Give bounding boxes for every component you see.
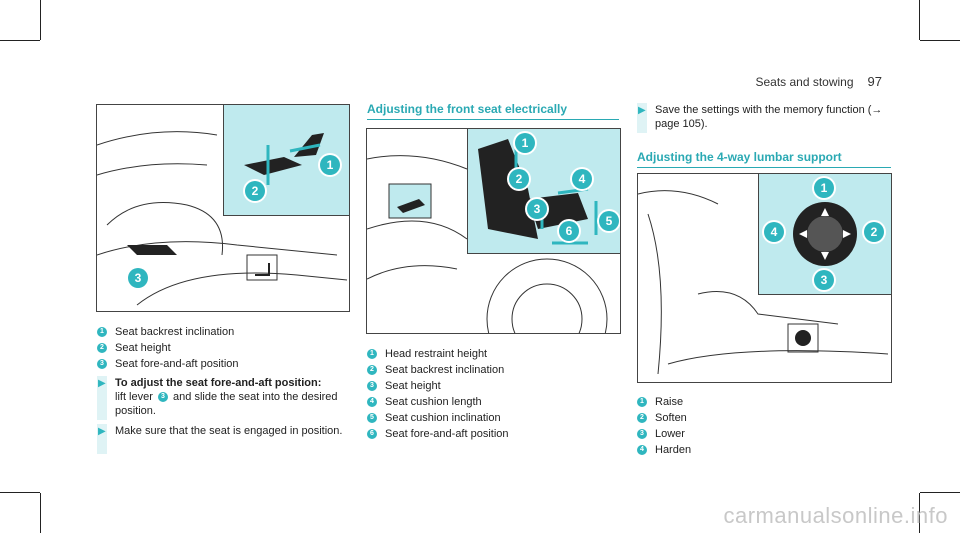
legend-num: 1 xyxy=(637,397,647,407)
section-name: Seats and stowing xyxy=(755,75,854,89)
legend-num: 2 xyxy=(367,365,377,375)
legend-text: Seat height xyxy=(115,342,171,354)
legend-text: Lower xyxy=(655,428,685,440)
lumbar-switch-illustration xyxy=(793,202,857,266)
legend-num: 1 xyxy=(97,327,107,337)
door-panel-illustration xyxy=(367,155,608,333)
legend-text: Soften xyxy=(655,412,687,424)
callout-2: 2 xyxy=(245,181,265,201)
instruction-engage: ▶ Make sure that the seat is engaged in … xyxy=(97,424,347,454)
instruction-text: To adjust the seat fore-and-aft position… xyxy=(115,376,347,420)
callout-5: 5 xyxy=(599,211,619,231)
electric-seat-figure: 1 2 3 4 5 6 xyxy=(366,128,621,334)
legend-item: 3 Seat height xyxy=(367,378,509,394)
col2-legend: 1 Head restraint height 2 Seat backrest in… xyxy=(367,346,509,442)
page-number: 97 xyxy=(867,74,882,89)
instruction-bar: ▶ xyxy=(637,103,647,133)
crop-mark-top-right-h xyxy=(920,40,960,41)
legend-item: 5 Seat cushion inclination xyxy=(367,410,509,426)
callout-6: 6 xyxy=(559,221,579,241)
arrow-right-icon: ▶ xyxy=(98,426,106,437)
lumbar-seat-illustration xyxy=(638,190,889,375)
legend-text: Seat cushion inclination xyxy=(385,412,501,424)
arrow-right-icon: ▶ xyxy=(98,378,106,389)
instruction-text: Save the settings with the memory functi… xyxy=(655,104,883,130)
callout-2: 2 xyxy=(864,222,884,242)
legend-item: 3 Lower xyxy=(637,426,691,442)
legend-item: 4 Seat cushion length xyxy=(367,394,509,410)
seat-switches-illustration xyxy=(478,139,598,245)
legend-num: 2 xyxy=(97,343,107,353)
callout-3: 3 xyxy=(814,270,834,290)
legend-text: Raise xyxy=(655,396,684,408)
legend-num: 3 xyxy=(637,429,647,439)
legend-num: 6 xyxy=(367,429,377,439)
instruction-bar: ▶ xyxy=(97,376,107,420)
legend-num: 3 xyxy=(97,359,107,369)
legend-text: Seat cushion length xyxy=(385,396,482,408)
legend-num: 3 xyxy=(367,381,377,391)
callout-1: 1 xyxy=(814,178,834,198)
seat-illustration xyxy=(97,131,348,306)
legend-text: Seat backrest inclination xyxy=(115,326,235,338)
arrow-right-icon: ▶ xyxy=(638,105,646,116)
callout-3: 3 xyxy=(128,268,148,288)
legend-item: 2 Seat backrest inclination xyxy=(367,362,509,378)
legend-text: Harden xyxy=(655,444,692,456)
legend-num: 4 xyxy=(637,445,647,455)
legend-item: 2 Soften xyxy=(637,410,691,426)
lumbar-figure: 1 2 3 4 xyxy=(637,173,892,383)
legend-text: Seat height xyxy=(385,380,441,392)
legend-num: 4 xyxy=(367,397,377,407)
legend-num: 1 xyxy=(367,349,377,359)
legend-item: 3 Seat fore-and-aft position xyxy=(97,356,239,372)
legend-text: Head restraint height xyxy=(385,348,488,360)
legend-num: 2 xyxy=(637,413,647,423)
callout-4: 4 xyxy=(764,222,784,242)
legend-num: 5 xyxy=(367,413,377,423)
section-title-front-seat: Adjusting the front seat electrically xyxy=(367,102,619,120)
section-title-lumbar: Adjusting the 4-way lumbar support xyxy=(637,150,891,168)
legend-item: 1 Raise xyxy=(637,394,691,410)
instruction-save-memory: ▶ Save the settings with the memory func… xyxy=(637,103,892,133)
running-header: Seats and stowing 97 xyxy=(755,74,882,89)
crop-mark-top-right-v xyxy=(919,0,920,40)
instruction-adjust-fore-aft: ▶ To adjust the seat fore-and-aft positi… xyxy=(97,376,347,420)
instruction-post: and slide the seat into the desired posi… xyxy=(115,391,338,417)
watermark: carmanualsonline.info xyxy=(723,503,948,528)
instruction-text: Make sure that the seat is engaged in po… xyxy=(115,425,343,437)
crop-mark-top-left-h xyxy=(0,40,40,41)
callout-1: 1 xyxy=(320,155,340,175)
instruction-pre: lift lever xyxy=(115,391,153,403)
electric-control-inset xyxy=(467,129,620,254)
callout-2: 2 xyxy=(509,169,529,189)
legend-item: 4 Harden xyxy=(637,442,691,458)
col3-legend: 1 Raise 2 Soften 3 Lower 4 Harden xyxy=(637,394,691,458)
callout-3: 3 xyxy=(527,199,547,219)
legend-item: 1 Seat backrest inclination xyxy=(97,324,239,340)
seat-manual-adjust-figure: 1 2 3 xyxy=(96,104,350,312)
legend-item: 1 Head restraint height xyxy=(367,346,509,362)
crop-mark-top-left-v xyxy=(40,0,41,40)
legend-text: Seat fore-and-aft position xyxy=(385,428,509,440)
legend-item: 6 Seat fore-and-aft position xyxy=(367,426,509,442)
instruction-bold: To adjust the seat fore-and-aft position… xyxy=(115,377,322,389)
callout-1: 1 xyxy=(515,133,535,153)
inline-ref: 3 xyxy=(157,392,168,403)
crop-mark-bottom-right-v xyxy=(919,493,920,533)
crop-mark-bottom-left-v xyxy=(40,493,41,533)
instruction-bar: ▶ xyxy=(97,424,107,454)
crop-mark-bottom-left-h xyxy=(0,492,40,493)
crop-mark-bottom-right-h xyxy=(920,492,960,493)
legend-item: 2 Seat height xyxy=(97,340,239,356)
callout-4: 4 xyxy=(572,169,592,189)
seat-switch-illustration xyxy=(244,133,324,185)
legend-text: Seat fore-and-aft position xyxy=(115,358,239,370)
legend-text: Seat backrest inclination xyxy=(385,364,505,376)
